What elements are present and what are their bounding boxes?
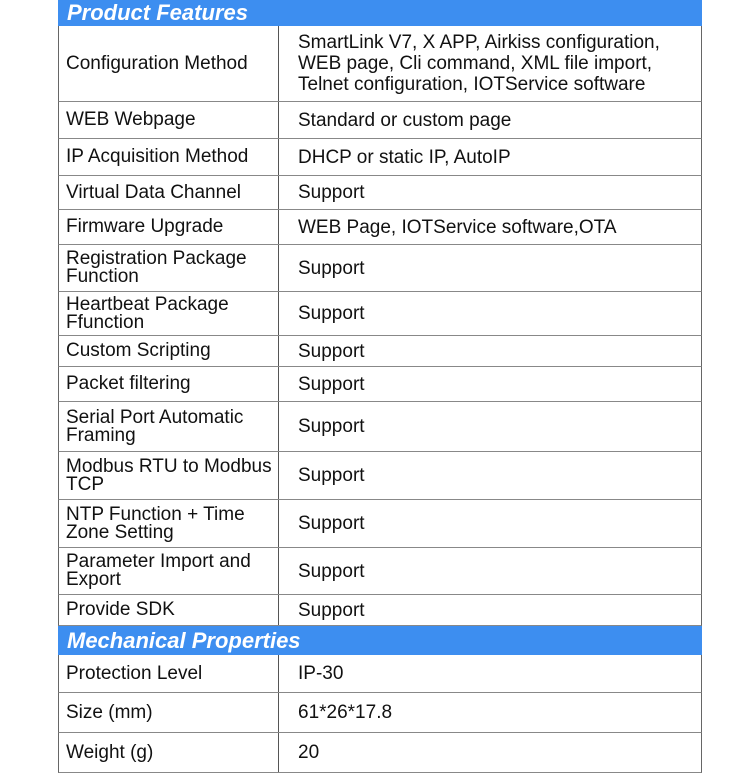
row-value: DHCP or static IP, AutoIP (298, 146, 511, 168)
table-row: Configuration Method SmartLink V7, X APP,… (58, 26, 702, 102)
table-row: Size (mm) 61*26*17.8 (58, 693, 702, 733)
row-value: SmartLink V7, X APP, Airkiss configurati… (298, 32, 660, 95)
row-label: Modbus RTU to Modbus TCP (59, 452, 279, 499)
section-header: Mechanical Properties (58, 626, 702, 655)
row-label: IP Acquisition Method (59, 139, 279, 175)
table-row: Modbus RTU to Modbus TCP Support (58, 452, 702, 500)
row-value: WEB Page, IOTService software,OTA (298, 216, 617, 238)
row-value: Support (298, 513, 365, 534)
table-row: Registration Package Function Support (58, 245, 702, 292)
row-value: Support (298, 416, 365, 437)
row-label: Weight (g) (59, 733, 279, 772)
row-label: WEB Webpage (59, 102, 279, 138)
table-row: IP Acquisition Method DHCP or static IP, … (58, 139, 702, 176)
row-label: Virtual Data Channel (59, 176, 279, 209)
row-value: Standard or custom page (298, 109, 512, 131)
table-row: Virtual Data Channel Support (58, 176, 702, 210)
row-label: Registration Package Function (59, 245, 279, 291)
table-row: WEB Webpage Standard or custom page (58, 102, 702, 139)
row-value: Support (298, 599, 365, 621)
row-value: Support (298, 303, 365, 324)
table-row: Protection Level IP-30 (58, 655, 702, 693)
table-row: Weight (g) 20 (58, 733, 702, 773)
row-value: Support (298, 373, 365, 395)
table-row: Custom Scripting Support (58, 336, 702, 367)
table-row: Serial Port Automatic Framing Support (58, 402, 702, 452)
table-row: Heartbeat Package Ffunction Support (58, 292, 702, 336)
row-label: NTP Function + Time Zone Setting (59, 500, 279, 547)
row-value: Support (298, 182, 365, 203)
table-row: NTP Function + Time Zone Setting Support (58, 500, 702, 548)
row-label: Parameter Import and Export (59, 548, 279, 594)
table-row: Parameter Import and Export Support (58, 548, 702, 595)
row-label: Configuration Method (59, 26, 279, 101)
row-value: Support (298, 560, 365, 582)
row-label: Serial Port Automatic Framing (59, 402, 279, 451)
row-label: Custom Scripting (59, 336, 279, 366)
table-row: Provide SDK Support (58, 595, 702, 626)
table-row: Firmware Upgrade WEB Page, IOTService sof… (58, 210, 702, 245)
section-header: Product Features (58, 0, 702, 26)
row-label: Heartbeat Package Ffunction (59, 292, 279, 335)
row-label: Protection Level (59, 655, 279, 692)
row-value: 61*26*17.8 (298, 702, 393, 723)
row-value: Support (298, 465, 365, 486)
row-label: Provide SDK (59, 595, 279, 625)
row-label: Size (mm) (59, 693, 279, 732)
row-label: Firmware Upgrade (59, 210, 279, 244)
row-label: Packet filtering (59, 367, 279, 401)
row-value: Support (298, 340, 365, 362)
row-value: Support (298, 257, 365, 279)
table-row: Packet filtering Support (58, 367, 702, 402)
row-value: 20 (298, 742, 320, 763)
row-value: IP-30 (298, 663, 344, 684)
